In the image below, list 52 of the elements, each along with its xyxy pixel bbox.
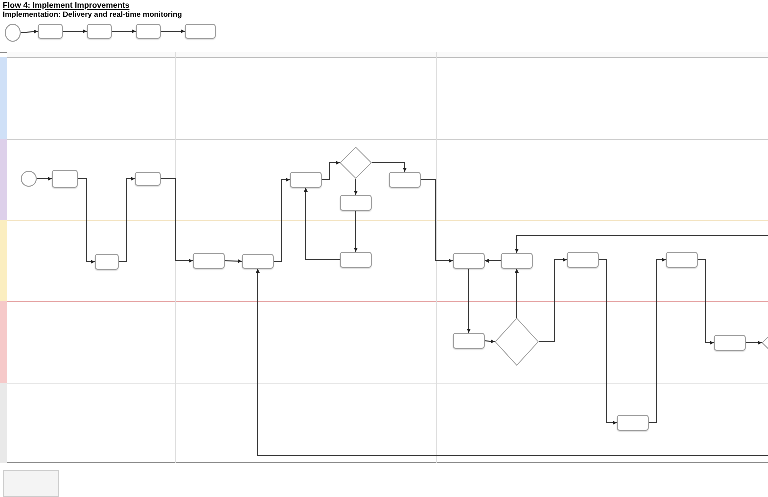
arrow [160,178,194,263]
process-box [136,24,161,39]
start-circle [5,24,21,42]
arrow [322,161,340,180]
process-box [242,254,274,269]
arrow [648,258,666,424]
decision-diamond [495,318,539,366]
process-box [389,172,421,188]
process-box [95,254,119,270]
process-box [666,252,698,268]
arrow [354,178,358,196]
process-box [453,333,485,349]
process-box [193,253,225,269]
arrow [538,258,568,342]
process-box [38,24,63,39]
arrow [515,236,768,254]
process-box [501,253,533,269]
decision-diamond [340,147,372,179]
process-box [340,252,372,268]
arrow [256,268,768,456]
arrow [160,30,186,34]
process-box [453,253,485,269]
process-box [52,170,78,188]
arrow [484,340,496,344]
arrow [36,177,52,181]
arrow [698,260,714,345]
arrow [118,177,136,262]
arrow [78,178,96,264]
process-box [714,335,746,351]
diagram-title: Flow 4: Implement Improvements [3,1,130,10]
arrow [304,188,340,260]
arrow [372,162,407,172]
process-box [340,195,372,211]
arrow [484,259,502,263]
process-box [617,415,649,431]
start-circle [21,171,37,187]
process-box [135,172,161,186]
process-box [567,252,599,268]
arrow [467,268,471,334]
arrow [62,30,88,34]
arrow [354,210,358,252]
arrow [420,180,454,263]
arrow [515,268,519,318]
process-box [290,172,322,188]
arrow [746,341,762,345]
arrow [224,259,242,264]
arrow [598,260,618,425]
process-box [185,24,216,39]
process-box [87,24,112,39]
arrow [20,30,38,34]
arrow [112,30,136,34]
arrow [274,178,290,262]
